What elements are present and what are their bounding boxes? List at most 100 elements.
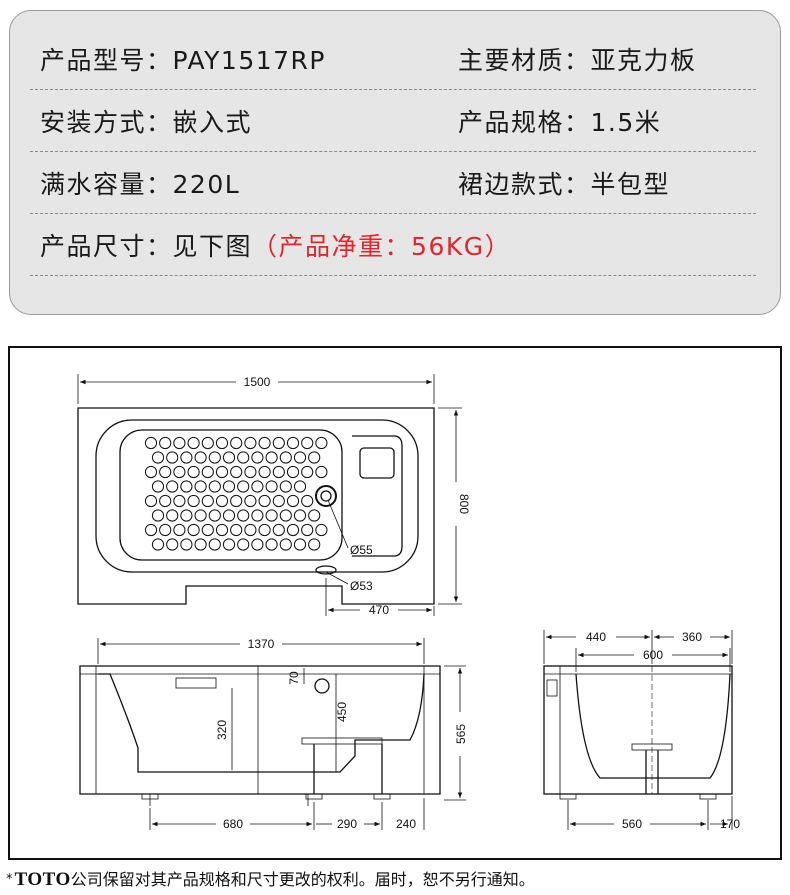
non-slip-dot xyxy=(286,436,300,450)
non-slip-dot xyxy=(237,509,250,522)
non-slip-dot xyxy=(272,465,285,479)
side-basin xyxy=(98,673,425,773)
notice-text: 公司保留对其产品规格和尺寸更改的权利。届时，恕不另行通知。 xyxy=(70,870,535,889)
non-slip-dot xyxy=(230,436,243,450)
non-slip-dot xyxy=(222,538,236,551)
non-slip-dot xyxy=(258,465,271,479)
non-slip-dot xyxy=(265,509,278,522)
non-slip-dot xyxy=(244,465,257,479)
model-spec: 产品型号：PAY1517RP xyxy=(40,41,326,77)
non-slip-dot xyxy=(201,523,214,537)
brand-logo: TOTO xyxy=(14,869,71,890)
skirt-value: 半包型 xyxy=(590,170,671,199)
non-slip-dot xyxy=(258,523,271,537)
non-slip-dot xyxy=(244,523,257,537)
non-slip-dot xyxy=(315,465,328,479)
non-slip-dot xyxy=(194,509,207,522)
side-outline xyxy=(79,665,441,795)
non-slip-dot xyxy=(173,465,186,479)
non-slip-dot xyxy=(279,480,292,493)
non-slip-dot xyxy=(315,436,328,450)
drawing-svg: Ø55 Ø53 1500 800 470 1370 xyxy=(77,374,740,831)
non-slip-dot xyxy=(251,538,264,551)
drain-circle xyxy=(315,485,337,507)
non-slip-dot xyxy=(301,494,314,508)
top-length-label: 1500 xyxy=(244,375,271,389)
non-slip-dot xyxy=(173,523,186,537)
non-slip-dot xyxy=(279,538,292,551)
end-view: 440 360 600 560 170 xyxy=(543,630,740,831)
non-slip-dot xyxy=(159,494,172,508)
foot-span-label: 560 xyxy=(622,817,642,831)
end-outline xyxy=(543,665,733,795)
non-slip-dot xyxy=(173,436,186,450)
seat-height-label: 320 xyxy=(215,720,229,740)
weight-note: （产品净重：56KG） xyxy=(252,232,512,261)
non-slip-dot xyxy=(272,436,285,450)
non-slip-dot xyxy=(244,494,257,508)
non-slip-dot xyxy=(265,480,278,493)
non-slip-dot xyxy=(265,451,278,464)
install-label: 安装方式： xyxy=(40,108,173,137)
top-rim xyxy=(95,419,419,573)
non-slip-dot xyxy=(279,451,292,464)
spec-row-3: 满水容量：220L 裙边款式：半包型 xyxy=(30,151,756,214)
non-slip-dot xyxy=(237,538,250,551)
non-slip-dot xyxy=(180,451,193,464)
non-slip-dot xyxy=(180,480,193,493)
non-slip-dot xyxy=(265,538,278,551)
non-slip-dot xyxy=(208,509,221,522)
non-slip-dot xyxy=(166,538,179,551)
end-left-label: 440 xyxy=(586,630,606,644)
non-slip-dot xyxy=(286,465,300,479)
non-slip-dot xyxy=(159,465,172,479)
bowl-width-label: 600 xyxy=(643,648,663,662)
non-slip-dot xyxy=(159,436,172,450)
material-spec: 主要材质：亚克力板 xyxy=(458,41,697,77)
dimension-label: 产品尺寸： xyxy=(40,232,173,261)
non-slip-dot xyxy=(237,480,250,493)
non-slip-dot xyxy=(144,523,158,537)
install-value: 嵌入式 xyxy=(172,108,253,137)
non-slip-dot xyxy=(286,494,300,508)
non-slip-dot xyxy=(251,451,264,464)
side-overflow xyxy=(314,678,330,694)
non-slip-dot xyxy=(315,523,328,537)
non-slip-dot xyxy=(180,538,193,551)
non-slip-dot xyxy=(215,436,229,450)
non-slip-dot xyxy=(258,494,271,508)
non-slip-dots xyxy=(144,436,328,551)
seg-b-label: 290 xyxy=(337,817,357,831)
non-slip-dot xyxy=(230,465,243,479)
non-slip-dot xyxy=(201,465,214,479)
size-spec: 产品规格：1.5米 xyxy=(458,103,661,139)
non-slip-dot xyxy=(301,523,314,537)
capacity-value: 220L xyxy=(172,170,241,199)
non-slip-dot xyxy=(222,480,236,493)
seg-a-label: 680 xyxy=(223,817,243,831)
dimension-spec: 产品尺寸：见下图（产品净重：56KG） xyxy=(40,227,511,263)
non-slip-dot xyxy=(251,509,264,522)
size-label: 产品规格： xyxy=(458,108,591,137)
non-slip-dot xyxy=(208,538,221,551)
non-slip-dot xyxy=(286,523,300,537)
footer-notice: *TOTO公司保留对其产品规格和尺寸更改的权利。届时，恕不另行通知。 xyxy=(6,866,535,891)
non-slip-dot xyxy=(272,523,285,537)
non-slip-dot xyxy=(194,451,207,464)
non-slip-dot xyxy=(308,509,321,522)
top-width-label: 800 xyxy=(457,494,471,514)
non-slip-dot xyxy=(173,494,186,508)
end-basin xyxy=(575,673,731,779)
non-slip-dot xyxy=(151,538,165,551)
size-value: 1.5米 xyxy=(590,108,662,137)
non-slip-dot xyxy=(144,436,158,450)
drain-offset-label: 470 xyxy=(369,603,389,617)
top-headrest-pad xyxy=(359,447,395,479)
non-slip-dot xyxy=(293,509,307,522)
spec-row-4: 产品尺寸：见下图（产品净重：56KG） xyxy=(30,213,756,276)
total-height-label: 565 xyxy=(454,724,468,744)
non-slip-dot xyxy=(187,523,200,537)
non-slip-dot xyxy=(293,451,307,464)
non-slip-dot xyxy=(208,480,221,493)
drain-dia-label: Ø55 xyxy=(350,543,373,557)
